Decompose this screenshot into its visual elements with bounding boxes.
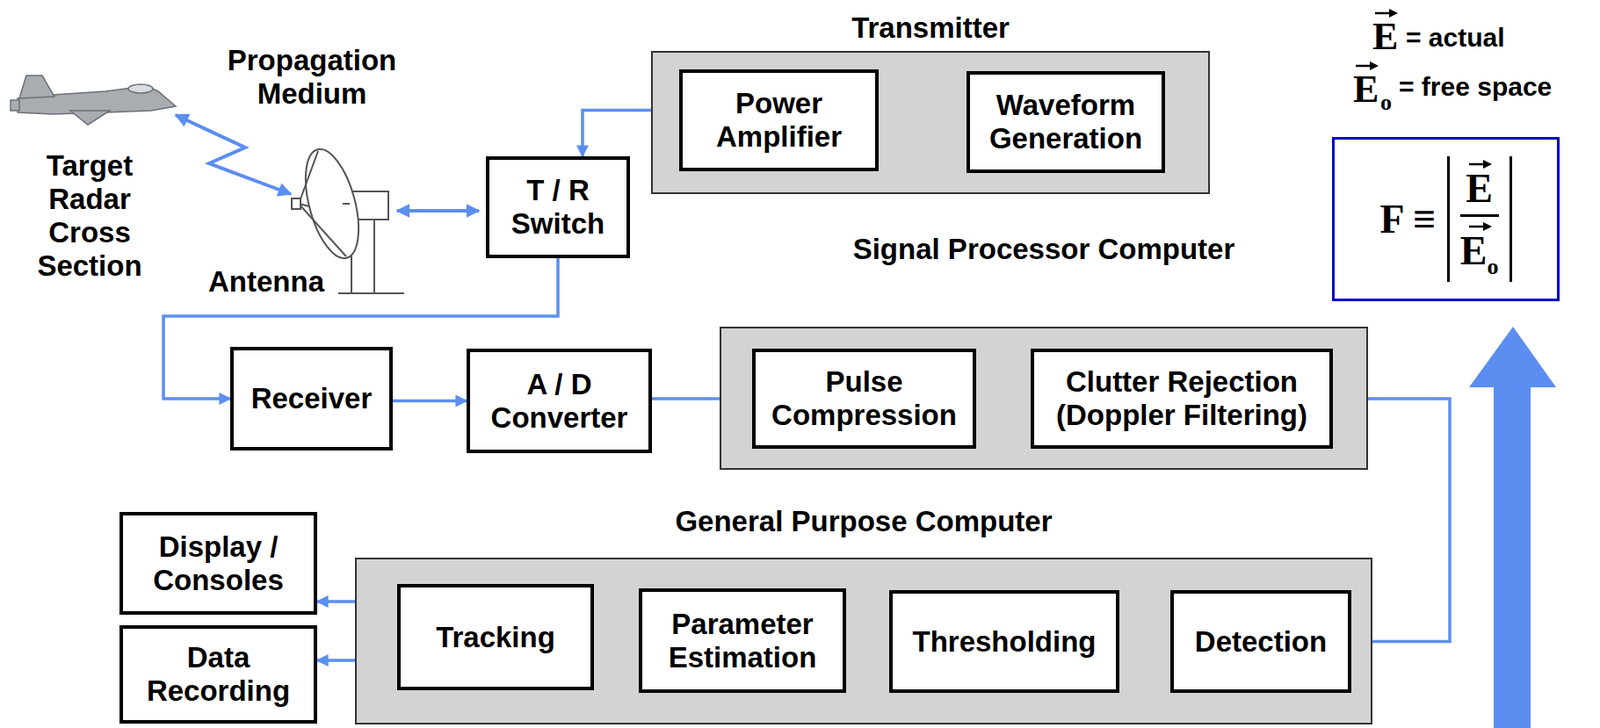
field-symbol: E xyxy=(1353,61,1379,109)
box-label: Pulse Compression xyxy=(764,365,964,433)
process-box: Receiver xyxy=(230,347,393,451)
antenna-label: Antenna xyxy=(200,265,333,299)
box-label: A / D Converter xyxy=(478,368,640,435)
box-label: Data Recording xyxy=(131,641,305,709)
big-arrow xyxy=(1469,326,1557,728)
output-box: Display / Consoles xyxy=(119,512,318,616)
target-label: Target Radar Cross Section xyxy=(19,149,160,283)
vector-arrow xyxy=(1353,61,1379,71)
propagation-arrow xyxy=(175,115,291,195)
process-box: Thresholding xyxy=(889,590,1120,694)
output-box: Data Recording xyxy=(119,625,318,724)
transmitter-group: Power AmplifierWaveform GenerationTransm… xyxy=(651,50,1210,195)
switch-box: T / R Switch xyxy=(485,156,630,259)
aircraft xyxy=(10,75,176,125)
formula-symbol: F ≡ xyxy=(1379,199,1436,240)
group-heading: Transmitter xyxy=(564,11,1296,45)
numerator: E xyxy=(1465,159,1493,210)
group-heading: Signal Processor Computer xyxy=(633,232,1455,267)
antenna-link-arrow xyxy=(397,209,479,213)
box-label: Parameter Estimation xyxy=(651,608,834,675)
process-box: Clutter Rejection (Doppler Filtering) xyxy=(1030,348,1333,449)
fraction-bar xyxy=(1460,214,1499,218)
subscript: o xyxy=(1486,253,1499,280)
subscript: o xyxy=(1380,91,1392,115)
computer-group: Tracking Parameter Estimation Thresholding… xyxy=(354,557,1373,725)
signal-arrow xyxy=(392,399,467,404)
medium-label: Propagation Medium xyxy=(210,43,413,111)
magnitude-fraction: EEo xyxy=(1447,156,1513,282)
process-box: Detection xyxy=(1170,590,1352,694)
denominator: Eo xyxy=(1460,222,1499,278)
process-box: Tracking xyxy=(397,584,594,691)
process-box: Parameter Estimation xyxy=(638,588,847,694)
formula-box: F ≡EEo xyxy=(1332,137,1560,302)
legend-note: = actual xyxy=(1405,21,1506,55)
process-box: Waveform Generation xyxy=(966,71,1166,174)
box-label: Waveform Generation xyxy=(978,88,1153,156)
box-label: Display / Consoles xyxy=(131,530,305,598)
vector-arrow xyxy=(1373,8,1398,18)
box-label: Tracking xyxy=(435,621,556,655)
process-box: Power Amplifier xyxy=(679,69,879,172)
process-box: Pulse Compression xyxy=(752,348,977,449)
field-symbol: E xyxy=(1465,166,1493,211)
box-label: Thresholding xyxy=(912,625,1097,659)
box-label: T / R Switch xyxy=(498,173,618,241)
box-label: Clutter Rejection (Doppler Filtering) xyxy=(1042,365,1321,433)
box-label: Power Amplifier xyxy=(691,86,867,154)
process-box: A / D Converter xyxy=(466,348,652,454)
box-label: Receiver xyxy=(251,382,373,416)
field-symbol: E xyxy=(1372,8,1398,57)
group-heading: General Purpose Computer xyxy=(268,505,1459,539)
processor-group: Pulse Compression Clutter Rejection (Dopp… xyxy=(719,326,1369,471)
box-label: Detection xyxy=(1194,625,1327,659)
field-symbol: E xyxy=(1460,228,1488,274)
legend-note: = free space xyxy=(1398,70,1552,104)
